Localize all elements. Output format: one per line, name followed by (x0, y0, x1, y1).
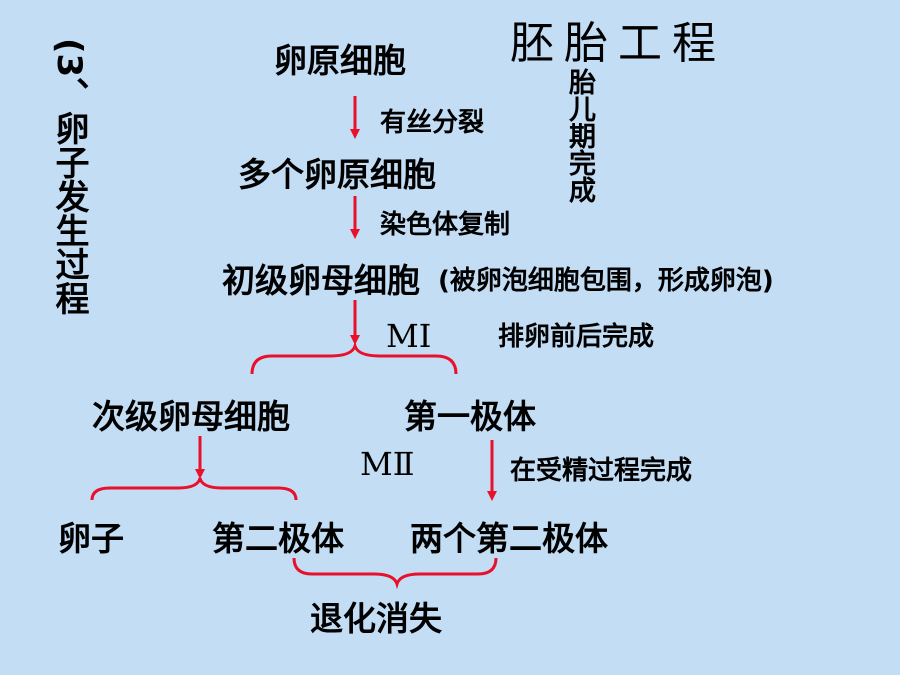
follicle-note: (被卵泡细胞包围，形成卵泡) (438, 266, 774, 296)
side-heading: (3、卵子发生过程 (49, 38, 89, 316)
second-polar-body-label: 第二极体 (212, 519, 344, 558)
meiosis-one-label: MⅠ (386, 317, 432, 355)
secondary-oocyte-label: 次级卵母细胞 (92, 397, 290, 436)
fetal-period-note: 胎儿期完成 (564, 68, 595, 203)
many-oogonia-label: 多个卵原细胞 (238, 155, 436, 194)
chromosome-replication-label: 染色体复制 (380, 210, 511, 240)
meiosis-one-note: 排卵前后完成 (498, 322, 655, 352)
page-title: 胚胎工程 (510, 18, 726, 69)
meiosis-two-note: 在受精过程完成 (510, 456, 693, 486)
first-polar-body-label: 第一极体 (404, 397, 536, 436)
meiosis-two-label: MⅡ (360, 445, 415, 483)
brace-degenerate (292, 557, 498, 590)
brace-meiosis-two (90, 477, 298, 501)
degenerate-label: 退化消失 (310, 599, 442, 638)
oogonium-label: 卵原细胞 (274, 41, 406, 80)
ovum-label: 卵子 (58, 519, 124, 558)
two-second-polar-bodies-label: 两个第二极体 (410, 519, 608, 558)
primary-oocyte-label: 初级卵母细胞 (222, 261, 420, 300)
mitosis-label: 有丝分裂 (380, 108, 485, 138)
